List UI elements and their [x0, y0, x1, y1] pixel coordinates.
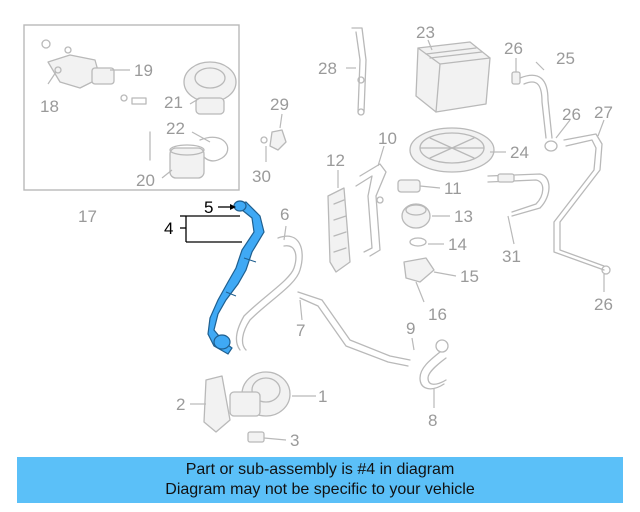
callout-31: 31 — [502, 247, 521, 266]
part-20-filter — [149, 131, 205, 179]
callout-2: 2 — [176, 395, 185, 414]
part-21-air-pump — [183, 61, 237, 115]
callout-22: 22 — [166, 119, 185, 138]
callout-19: 19 — [134, 61, 153, 80]
callout-26a: 26 — [504, 39, 523, 58]
callout-14: 14 — [448, 235, 467, 254]
callout-24: 24 — [510, 143, 529, 162]
callout-13: 13 — [454, 207, 473, 226]
part-6-hose — [235, 235, 303, 351]
callout-26b: 26 — [562, 105, 581, 124]
part-28-pipe — [351, 27, 367, 116]
callout-25: 25 — [556, 49, 575, 68]
part-11-connector — [397, 179, 421, 193]
callout-12: 12 — [326, 151, 345, 170]
part-19-sensor — [91, 67, 147, 105]
callout-27: 27 — [594, 103, 613, 122]
part-25-hose — [511, 71, 558, 152]
info-banner: Part or sub-assembly is #4 in diagram Di… — [17, 457, 623, 503]
callout-29: 29 — [270, 95, 289, 114]
callout-21: 21 — [164, 93, 183, 112]
part-31-hose — [487, 173, 550, 217]
callout-8: 8 — [428, 411, 437, 430]
part-10-pipe — [355, 163, 387, 257]
callout-3: 3 — [290, 431, 299, 450]
callout-28: 28 — [318, 59, 337, 78]
part-14-gasket — [409, 237, 427, 247]
part-2-bracket — [203, 375, 231, 433]
part-27-pipe — [553, 133, 611, 275]
part-1-pump — [229, 371, 291, 417]
part-23-canister — [415, 41, 491, 113]
highlight-callouts — [180, 204, 242, 243]
banner-line-1: Part or sub-assembly is #4 in diagram — [185, 461, 455, 478]
callout-9: 9 — [406, 319, 415, 338]
callout-18: 18 — [40, 97, 59, 116]
inset-box — [23, 24, 240, 191]
part-3-sensor — [247, 431, 265, 443]
part-4-hose-highlighted[interactable] — [207, 200, 265, 355]
callout-10: 10 — [378, 129, 397, 148]
part-24-ring — [409, 127, 495, 173]
callout-1: 1 — [318, 387, 327, 406]
callout-15: 15 — [460, 267, 479, 286]
callout-30: 30 — [252, 167, 271, 186]
banner-line-2: Diagram may not be specific to your vehi… — [165, 481, 475, 498]
part-8-hose — [419, 339, 449, 390]
callout-11: 11 — [444, 179, 462, 198]
part-13-valve — [401, 203, 431, 229]
callout-17: 17 — [78, 207, 97, 226]
part-12-bracket — [327, 187, 351, 273]
callout-20: 20 — [136, 171, 155, 190]
part-29-clip — [260, 129, 287, 151]
callout-7: 7 — [296, 321, 305, 340]
part-18-bracket — [41, 39, 101, 89]
parts-diagram: 17 18 19 21 22 20 28 23 26 25 26 27 24 2… — [23, 23, 613, 450]
callout-4: 4 — [164, 219, 173, 238]
part-15-bracket — [403, 257, 435, 283]
callout-26c: 26 — [594, 295, 613, 314]
callout-23: 23 — [416, 23, 435, 42]
callout-leaders — [47, 39, 605, 441]
callout-6: 6 — [280, 205, 289, 224]
part-7-pipe — [297, 291, 411, 367]
callout-5: 5 — [204, 198, 213, 217]
callout-16: 16 — [428, 305, 447, 324]
part-22-hose — [199, 136, 229, 162]
